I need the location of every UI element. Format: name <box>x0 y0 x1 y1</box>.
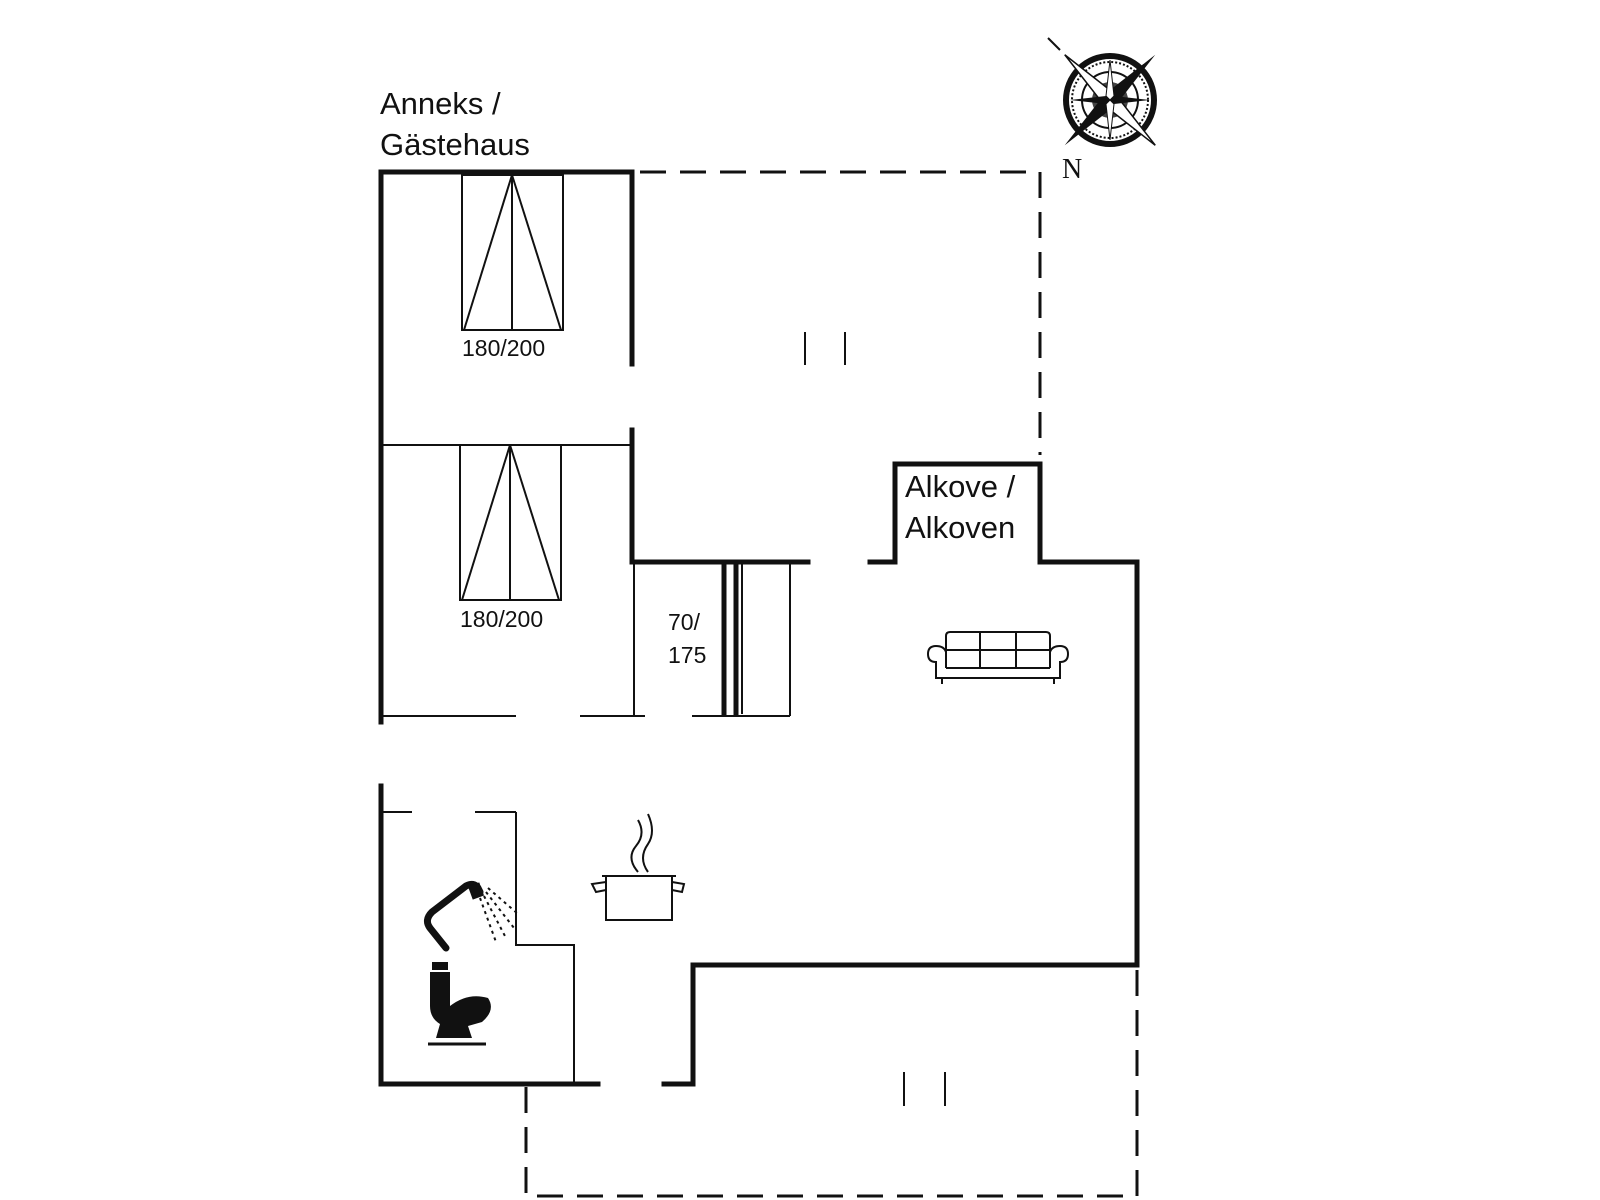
terrace-marker-lower <box>903 1072 946 1106</box>
bunk-size-line2: 175 <box>668 642 706 668</box>
cooking-pot-icon <box>590 813 686 921</box>
compass-rose-icon <box>1047 37 1157 147</box>
double-bed-lower <box>459 444 562 601</box>
alcove-label-line2: Alkoven <box>905 510 1015 545</box>
annex-label-line1: Anneks / <box>380 86 501 121</box>
alcove-label-line1: Alkove / <box>905 469 1016 504</box>
compass-north-label: N <box>1062 154 1082 185</box>
terrace-marker-upper <box>804 332 846 365</box>
annex-label-line2: Gästehaus <box>380 127 530 162</box>
bunk-bed <box>721 560 743 717</box>
double-bed-upper <box>461 174 564 331</box>
bed-lower-size: 180/200 <box>460 606 543 632</box>
shower-icon <box>423 880 519 952</box>
bed-upper-size: 180/200 <box>462 335 545 361</box>
bunk-size-line1: 70/ <box>668 609 701 635</box>
sofa-icon <box>926 631 1070 684</box>
terrace-outlines <box>524 170 1139 1198</box>
walls <box>378 169 1140 1087</box>
toilet-icon <box>428 962 491 1046</box>
